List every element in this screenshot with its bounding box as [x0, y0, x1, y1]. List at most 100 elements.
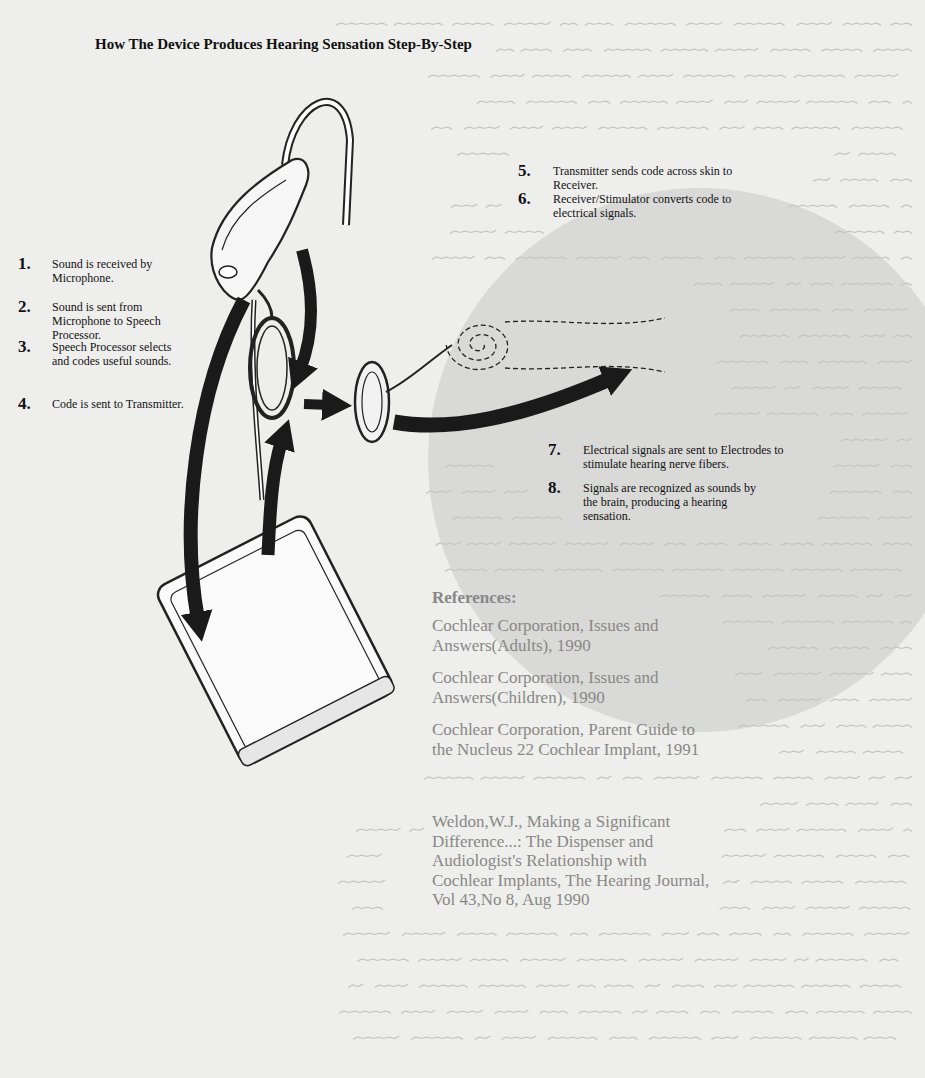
faded-script-stroke	[782, 621, 834, 623]
step-text: Transmitter sends code across skin to Re…	[553, 165, 773, 193]
flow-arrow	[191, 300, 244, 620]
faded-script-stroke	[462, 490, 495, 494]
faded-script-stroke	[477, 101, 515, 103]
faded-script-stroke	[786, 282, 801, 286]
step-number: 1.	[18, 254, 48, 274]
step-number: 3.	[18, 337, 48, 357]
faded-script-stroke	[873, 49, 912, 51]
faded-script-stroke	[834, 152, 849, 156]
faded-script-stroke	[686, 22, 722, 26]
faded-script-stroke	[788, 205, 837, 207]
faded-script-stroke	[794, 75, 845, 77]
faded-script-stroke	[469, 959, 508, 961]
faded-script-stroke	[740, 335, 789, 337]
faded-script-stroke	[768, 647, 819, 649]
faded-script-stroke	[540, 1011, 568, 1013]
faded-script-stroke	[867, 594, 883, 598]
faded-script-stroke	[645, 984, 660, 988]
faded-script-stroke	[743, 985, 794, 987]
faded-script-stroke	[812, 386, 849, 390]
faded-script-stroke	[830, 699, 858, 701]
faded-script-stroke	[451, 204, 477, 208]
faded-script-stroke	[802, 933, 853, 935]
faded-script-stroke	[457, 153, 509, 155]
faded-script-stroke	[715, 48, 759, 52]
faded-script-stroke	[570, 933, 589, 935]
faded-script-stroke	[862, 412, 907, 416]
faded-script-stroke	[780, 361, 808, 363]
faded-script-stroke	[882, 543, 912, 545]
faded-script-stroke	[597, 776, 611, 780]
faded-script-stroke	[816, 959, 868, 961]
faded-script-stroke	[873, 725, 912, 727]
faded-script-stroke	[751, 881, 793, 883]
faded-script-stroke	[834, 231, 884, 233]
faded-script-stroke	[604, 49, 652, 51]
faded-script-stroke	[357, 959, 409, 961]
faded-script-stroke	[842, 23, 881, 25]
reference-entry: Cochlear Corporation, Issues and Answers…	[432, 668, 702, 707]
faded-script-stroke	[860, 985, 902, 987]
faded-script-stroke	[825, 776, 860, 780]
faded-script-stroke	[890, 179, 912, 181]
faded-script-stroke	[505, 231, 544, 233]
faded-script-stroke	[662, 932, 689, 936]
faded-script-stroke	[859, 907, 911, 909]
faded-script-stroke	[799, 335, 851, 337]
faded-script-stroke	[861, 334, 885, 338]
step-text: Sound is sent from Microphone to Speech …	[52, 301, 202, 342]
faded-script-stroke	[576, 256, 621, 260]
receiver-stimulator	[355, 362, 389, 442]
faded-script-stroke	[445, 465, 494, 467]
faded-script-stroke	[881, 673, 912, 675]
faded-script-stroke	[729, 933, 761, 935]
faded-script-stroke	[881, 647, 912, 649]
faded-script-stroke	[347, 854, 382, 858]
faded-script-stroke	[879, 959, 898, 961]
faded-script-stroke	[532, 75, 571, 77]
faded-script-stroke	[609, 1037, 637, 1039]
faded-script-stroke	[762, 906, 795, 910]
faded-script-stroke	[864, 308, 907, 312]
faded-script-stroke	[612, 569, 664, 571]
step-number: 4.	[18, 394, 48, 414]
faded-script-stroke	[760, 802, 797, 806]
faded-script-stroke	[756, 828, 789, 832]
faded-script-stroke	[893, 231, 912, 233]
faded-script-stroke	[818, 595, 858, 597]
faded-script-stroke	[770, 49, 810, 51]
faded-script-stroke	[779, 750, 804, 754]
faded-script-stroke	[816, 751, 856, 753]
faded-script-stroke	[900, 621, 912, 623]
faded-script-stroke	[435, 542, 460, 546]
faded-script-stroke	[729, 282, 774, 286]
faded-script-stroke	[774, 672, 821, 676]
faded-script-stroke	[504, 490, 528, 494]
faded-script-stroke	[816, 1011, 865, 1013]
faded-script-stroke	[481, 776, 525, 780]
faded-script-stroke	[821, 543, 872, 545]
faded-script-stroke	[475, 1036, 491, 1040]
faded-script-stroke	[623, 777, 642, 779]
step-number: 7.	[548, 440, 582, 460]
faded-script-stroke	[903, 101, 912, 103]
references-heading: References:	[432, 588, 632, 608]
transmitter-coil	[250, 318, 294, 418]
faded-script-stroke	[563, 49, 592, 51]
electrode-lead	[386, 345, 452, 392]
faded-script-stroke	[599, 933, 651, 935]
faded-script-stroke	[841, 283, 893, 285]
faded-script-stroke	[797, 829, 847, 831]
faded-script-stroke	[697, 543, 727, 545]
faded-script-stroke	[564, 542, 608, 546]
faded-script-stroke	[521, 49, 552, 51]
faded-script-stroke	[840, 179, 878, 181]
reference-entry: Cochlear Corporation, Parent Guide to th…	[432, 720, 712, 759]
faded-script-stroke	[858, 828, 893, 832]
faded-script-stroke	[901, 205, 912, 207]
faded-script-stroke	[746, 699, 767, 701]
faded-script-stroke	[774, 855, 825, 857]
faded-script-stroke	[723, 621, 773, 623]
